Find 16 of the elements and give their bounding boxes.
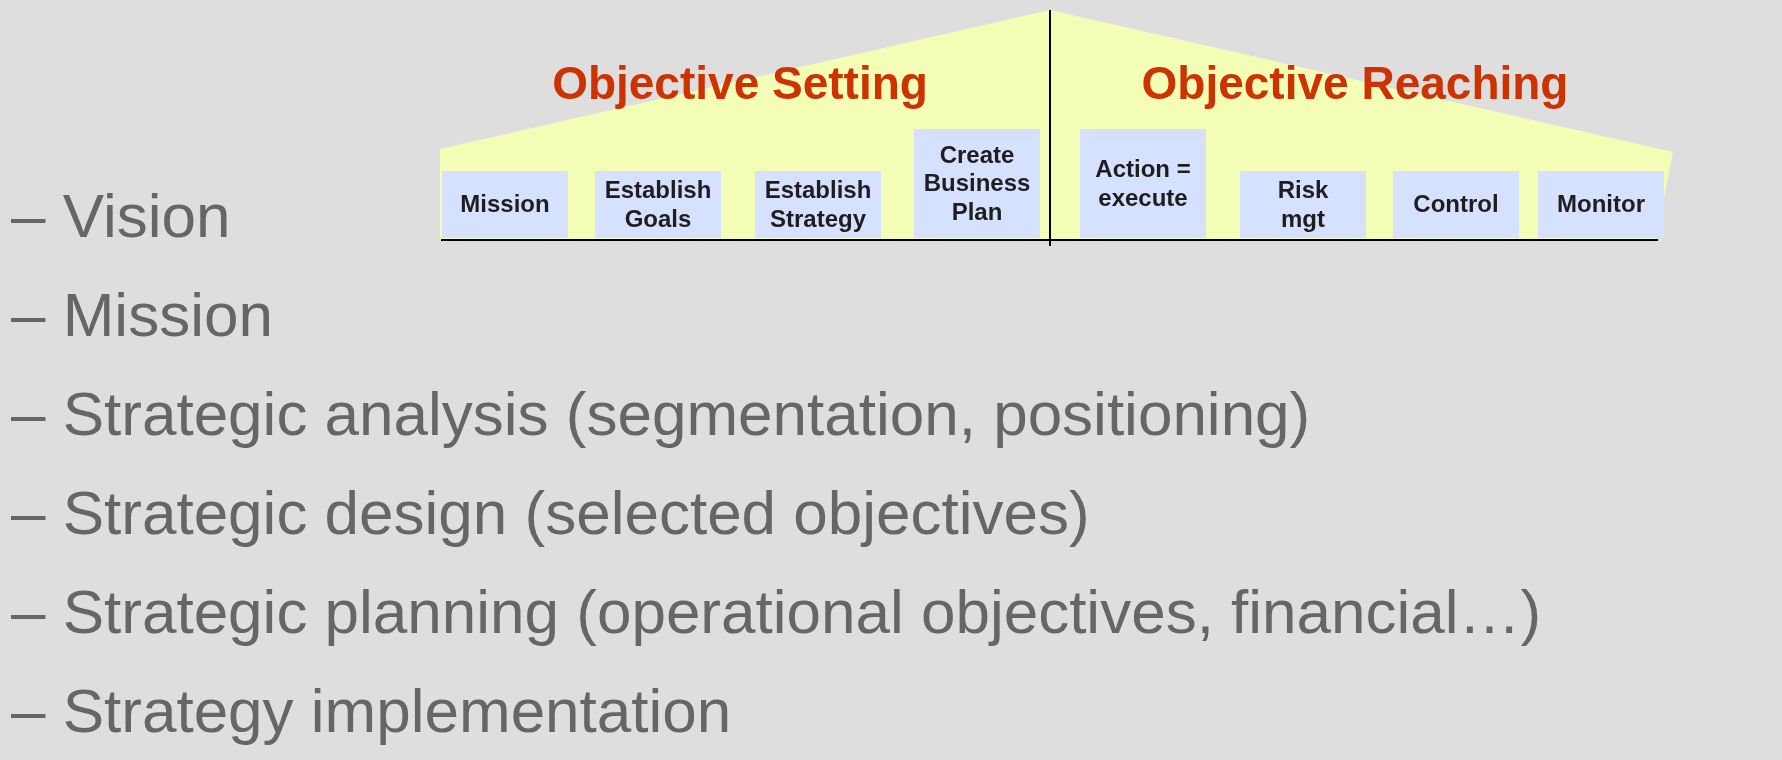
- step-box: Action = execute: [1080, 129, 1206, 238]
- step-box: Monitor: [1538, 171, 1664, 238]
- step-box: Mission: [442, 171, 568, 238]
- bullet-item: – Strategic analysis (segmentation, positioning): [11, 378, 1311, 450]
- section-heading: Objective Setting: [552, 56, 928, 110]
- step-box: Control: [1393, 171, 1519, 238]
- bullet-item: – Strategy implementation: [11, 675, 732, 747]
- step-box: Create Business Plan: [914, 129, 1040, 238]
- step-box: Establish Strategy: [755, 171, 881, 238]
- step-box: Risk mgt: [1240, 171, 1366, 238]
- bullet-item: – Vision: [11, 180, 231, 252]
- section-heading: Objective Reaching: [1141, 56, 1569, 110]
- bullet-item: – Mission: [11, 279, 273, 351]
- bullet-item: – Strategic design (selected objectives): [11, 477, 1090, 549]
- bullet-item: – Strategic planning (operational objectives, financial…): [11, 576, 1542, 648]
- step-box: Establish Goals: [595, 171, 721, 238]
